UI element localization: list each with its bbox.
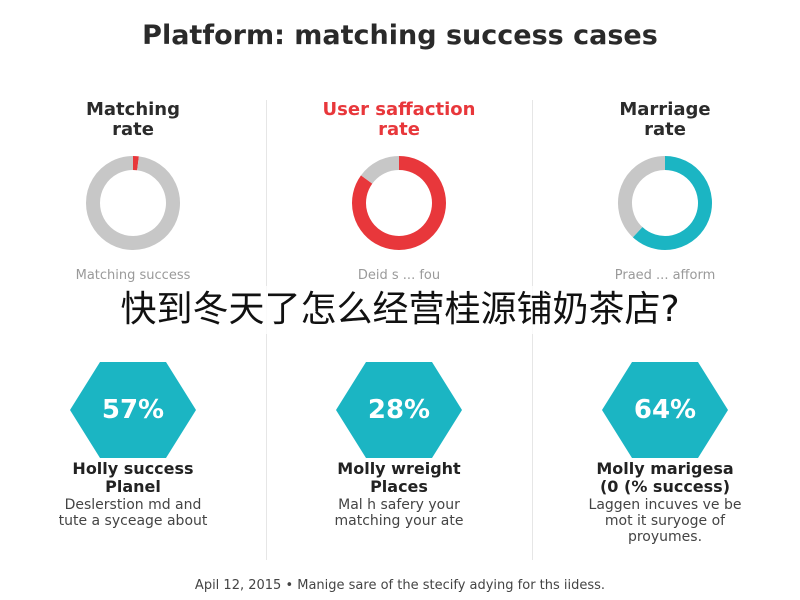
stat-label: Molly wreight Places <box>337 459 461 496</box>
panel-title: Marriage rate <box>619 99 711 140</box>
page-title: Platform: matching success cases <box>142 20 658 51</box>
donut-svg <box>618 156 712 250</box>
stat-description: Deslerstion md and tute a syceage about <box>58 497 208 529</box>
donut-slice-rest <box>360 156 400 184</box>
donut-svg <box>352 156 446 250</box>
panel-matching: Matching rate Matching success 57% Holly… <box>0 0 266 600</box>
donut-slice-highlight <box>632 156 712 250</box>
donut-caption: Praed ... afform <box>614 268 716 283</box>
donut-chart <box>321 152 477 254</box>
donut-caption: Matching success <box>75 268 191 283</box>
stat-hexagon: 57% <box>68 360 198 460</box>
donut-svg <box>86 156 180 250</box>
donut-chart <box>587 152 743 254</box>
donut-caption: Deid s ... fou <box>357 268 441 283</box>
donut-slice-rest <box>618 156 666 238</box>
hexagon-shape <box>336 362 462 458</box>
donut-slice-highlight <box>352 156 446 250</box>
stat-hexagon: 64% <box>600 360 730 460</box>
stat-label: Molly marigesa (0 (% success) <box>596 459 734 496</box>
stat-description: Mal h safery your matching your ate <box>334 497 464 529</box>
hexagon-shape <box>70 362 196 458</box>
stat-label: Holly success Planel <box>72 459 194 496</box>
stat-value: 64% <box>633 395 697 425</box>
overlay-caption: 快到冬天了怎么经营桂源铺奶茶店? <box>0 286 800 334</box>
footer-note: Apil 12, 2015 • Manige sare of the steci… <box>194 578 606 593</box>
panel-marriage: Marriage rate Praed ... afform 64% Molly… <box>532 0 798 600</box>
stat-description: Laggen incuves ve be mot it suryoge of p… <box>588 497 742 545</box>
stat-value: 57% <box>101 395 165 425</box>
panel-title: User saffaction rate <box>322 99 476 140</box>
hexagon-shape <box>602 362 728 458</box>
panel-user-satisfaction: User saffaction rate Deid s ... fou 28% … <box>266 0 532 600</box>
donut-chart <box>55 152 211 254</box>
donut-slice-rest <box>86 156 180 250</box>
stat-hexagon: 28% <box>334 360 464 460</box>
stat-value: 28% <box>367 395 431 425</box>
panel-title: Matching rate <box>85 99 181 140</box>
